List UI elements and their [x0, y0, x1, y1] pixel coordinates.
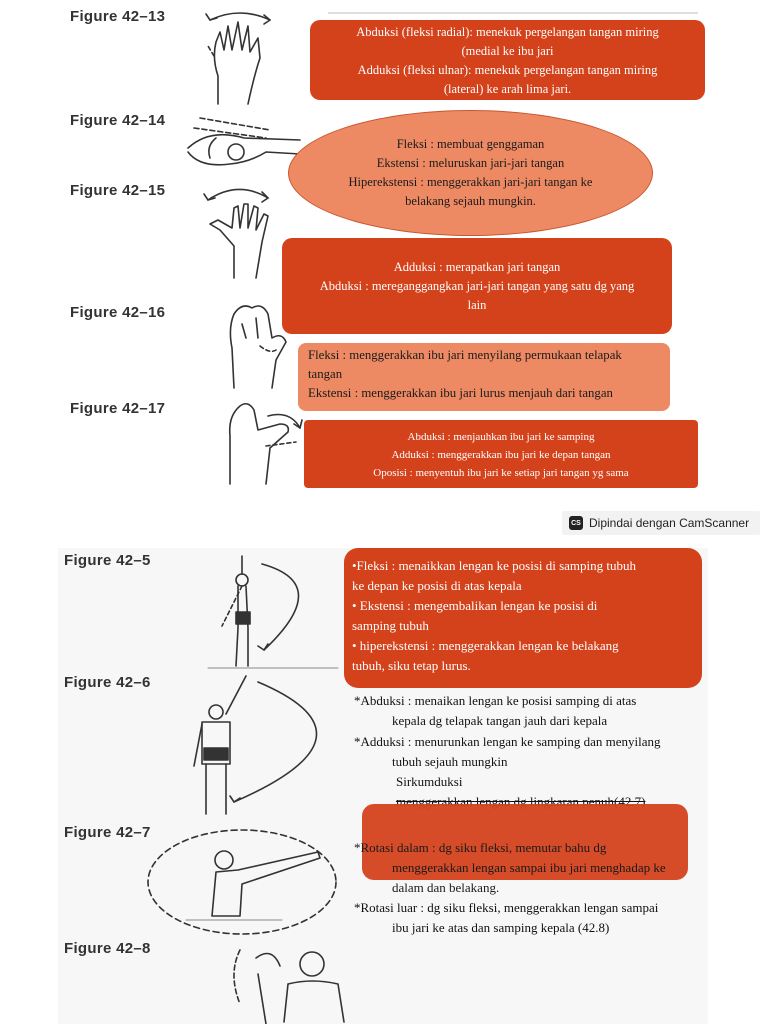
- box-line: Abduksi : menjauhkan ibu jari ke samping: [407, 431, 595, 443]
- box-line: • hiperekstensi : menggerakkan lengan ke…: [352, 638, 619, 653]
- box-line: Adduksi : merapatkan jari tangan: [393, 260, 561, 274]
- circumduction-figure-illustration: [147, 829, 337, 935]
- note-line: Sirkumduksi: [396, 774, 463, 789]
- scanned-page-bottom: Figure 42–5 Figure 42–6 Figure 42–7 Figu…: [58, 548, 708, 1024]
- box-line: (medial ke ibu jari: [461, 44, 554, 58]
- box-line: Ekstensi : meluruskan jari-jari tangan: [376, 156, 565, 170]
- note-line: ibu jari ke atas dan samping kepala (42.…: [392, 920, 610, 935]
- figure-label-42-16: Figure 42–16: [70, 304, 166, 321]
- figure-label-42-8: Figure 42–8: [64, 940, 151, 957]
- external-rotation-note: *Rotasi luar : dg siku fleksi, menggerak…: [354, 898, 704, 938]
- wrist-deviation-box: Abduksi (fleksi radial): menekuk pergela…: [310, 20, 705, 100]
- note-line: tubuh sejauh mungkin: [392, 754, 508, 769]
- internal-rotation-note: *Rotasi dalam : dg siku fleksi, memutar …: [354, 838, 704, 898]
- shoulder-flexion-figure-illustration: [207, 555, 339, 669]
- box-line: lain: [467, 298, 487, 312]
- figure-label-42-5: Figure 42–5: [64, 552, 151, 569]
- camscanner-logo-icon: CS: [569, 516, 583, 530]
- box-line: tubuh, siku tetap lurus.: [352, 658, 471, 673]
- shoulder-abduction-figure-illustration: [193, 675, 318, 815]
- note-line: dalam dan belakang.: [392, 880, 500, 895]
- wrist-deviation-hand-illustration: [205, 12, 271, 105]
- camscanner-watermark: CS Dipindai dengan CamScanner: [562, 511, 760, 535]
- finger-spread-hand-illustration: [203, 188, 269, 279]
- box-line: Adduksi : menggerakkan ibu jari ke depan…: [391, 449, 611, 461]
- thumb-abduction-box: Abduksi : menjauhkan ibu jari ke samping…: [304, 420, 698, 488]
- thumb-flexion-box: Fleksi : menggerakkan ibu jari menyilang…: [298, 343, 670, 411]
- note-line: menggerakkan lengan sampai ibu jari meng…: [392, 860, 666, 875]
- page-rule: [328, 12, 698, 14]
- shoulder-rotation-figure-illustration: [233, 949, 345, 1024]
- finger-adduction-box: Adduksi : merapatkan jari tangan Abduksi…: [282, 238, 672, 334]
- shoulder-flexion-box: •Fleksi : menaikkan lengan ke posisi di …: [344, 548, 702, 688]
- box-line: Abduksi : mereganggangkan jari-jari tang…: [319, 279, 635, 293]
- thumb-flexion-hand-illustration: [229, 305, 287, 389]
- box-line: Oposisi : menyentuh ibu jari ke setiap j…: [373, 467, 629, 479]
- box-line: Abduksi (fleksi radial): menekuk pergela…: [356, 25, 659, 39]
- box-line: Ekstensi : menggerakkan ibu jari lurus m…: [308, 386, 613, 400]
- box-line: •Fleksi : menaikkan lengan ke posisi di …: [352, 558, 637, 573]
- figure-label-42-13: Figure 42–13: [70, 8, 166, 25]
- box-line: samping tubuh: [352, 618, 429, 633]
- box-line: ke depan ke posisi di atas kepala: [352, 578, 522, 593]
- scanned-page-top: Figure 42–13 Figure 42–14 Figure 42–15 F…: [58, 0, 708, 492]
- finger-flexion-hand-illustration: [187, 117, 301, 166]
- abduction-note: *Abduksi : menaikan lengan ke posisi sam…: [354, 691, 704, 731]
- figure-label-42-14: Figure 42–14: [70, 112, 166, 129]
- box-line: Adduksi (fleksi ulnar): menekuk pergelan…: [357, 63, 658, 77]
- figure-label-42-7: Figure 42–7: [64, 824, 151, 841]
- note-line: *Rotasi dalam : dg siku fleksi, memutar …: [354, 840, 607, 855]
- note-line: *Rotasi luar : dg siku fleksi, menggerak…: [354, 900, 659, 915]
- figure-label-42-17: Figure 42–17: [70, 400, 166, 417]
- note-line: *Abduksi : menaikan lengan ke posisi sam…: [354, 693, 637, 708]
- box-line: belakang sejauh mungkin.: [405, 194, 536, 208]
- figure-label-42-15: Figure 42–15: [70, 182, 166, 199]
- note-line: *Adduksi : menurunkan lengan ke samping …: [354, 734, 661, 749]
- thumb-abduction-hand-illustration: [228, 402, 303, 485]
- box-line: Hiperekstensi : menggerakkan jari-jari t…: [348, 175, 593, 189]
- box-line: • Ekstensi : mengembalikan lengan ke pos…: [352, 598, 598, 613]
- box-line: Fleksi : menggerakkan ibu jari menyilang…: [308, 348, 622, 362]
- camscanner-label: Dipindai dengan CamScanner: [589, 516, 750, 530]
- finger-flexion-ellipse: Fleksi : membuat genggaman Ekstensi : me…: [288, 110, 653, 236]
- box-line: Fleksi : membuat genggaman: [396, 137, 545, 151]
- note-line: kepala dg telapak tangan jauh dari kepal…: [392, 713, 608, 728]
- box-line: (lateral) ke arah lima jari.: [443, 82, 572, 96]
- figure-label-42-6: Figure 42–6: [64, 674, 151, 691]
- box-line: tangan: [308, 367, 343, 381]
- adduction-note: *Adduksi : menurunkan lengan ke samping …: [354, 732, 704, 772]
- internal-rotation-highlight-box: [362, 804, 688, 880]
